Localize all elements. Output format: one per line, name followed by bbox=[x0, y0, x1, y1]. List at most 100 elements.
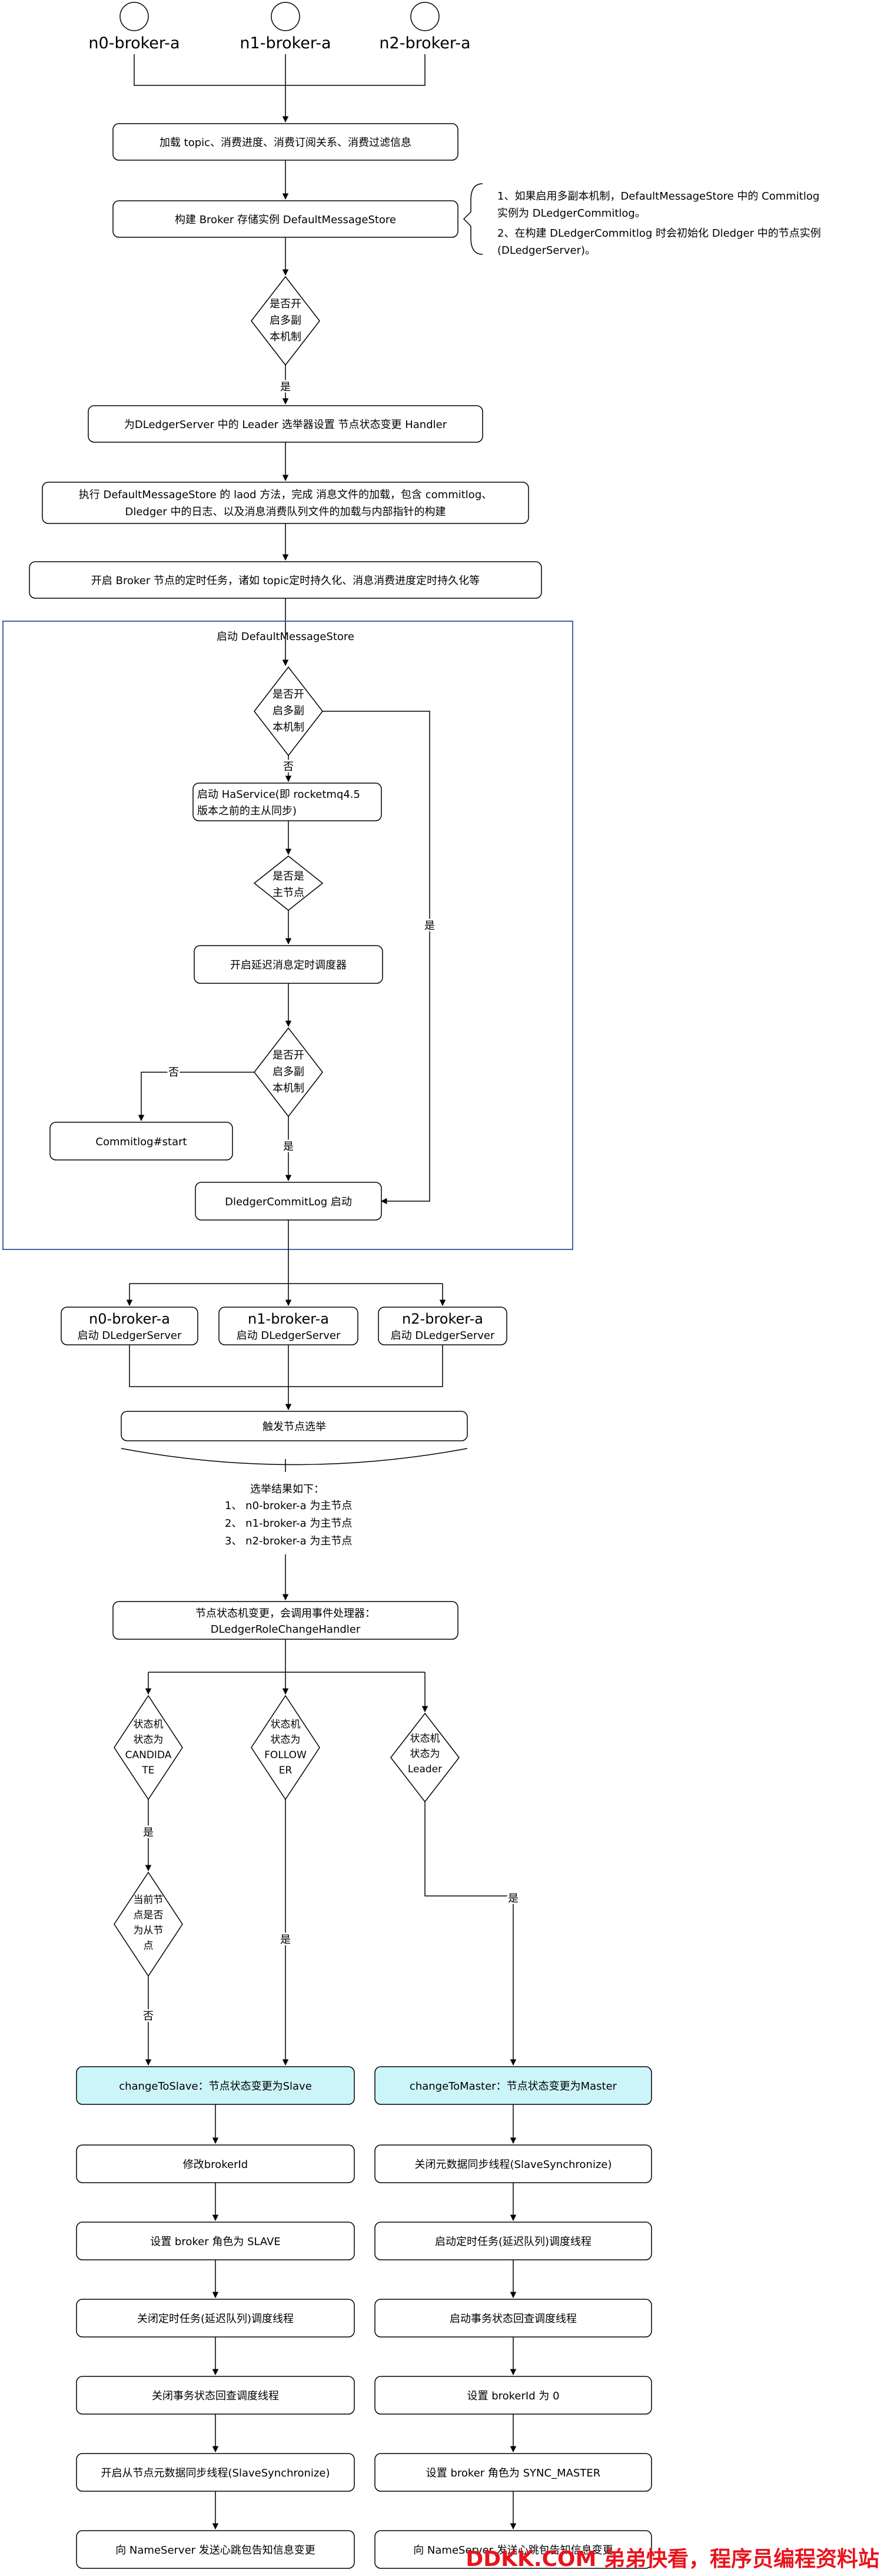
svg-text:启动事务状态回查调度线程: 启动事务状态回查调度线程 bbox=[450, 2313, 577, 2325]
svg-text:本机制: 本机制 bbox=[272, 1082, 304, 1095]
svg-text:n0-broker-a: n0-broker-a bbox=[89, 1311, 170, 1327]
svg-text:本机制: 本机制 bbox=[270, 331, 301, 343]
label-yes: 是 bbox=[508, 1892, 519, 1905]
connector bbox=[134, 54, 426, 86]
svg-text:为从节: 为从节 bbox=[134, 1925, 164, 1937]
svg-text:启多副: 启多副 bbox=[272, 1066, 304, 1078]
slave-step-4: 关闭事务状态回查调度线程 bbox=[76, 2376, 355, 2415]
svg-text:触发节点选举: 触发节点选举 bbox=[262, 1421, 326, 1433]
step-haservice: 启动 HaService(即 rocketmq4.5 版本之前的主从同步) bbox=[192, 783, 382, 821]
watermark-text: DDKK.COM 弟弟快看，程序员编程资料站 bbox=[466, 2547, 879, 2571]
svg-text:启动 HaService(即 rocketmq4.5: 启动 HaService(即 rocketmq4.5 bbox=[197, 788, 360, 801]
svg-text:启动 DLedgerServer: 启动 DLedgerServer bbox=[78, 1330, 182, 1342]
svg-text:(DLedgerServer)。: (DLedgerServer)。 bbox=[497, 244, 596, 257]
label-yes: 是 bbox=[280, 1934, 291, 1946]
group-title: 启动 DefaultMessageStore bbox=[217, 631, 354, 643]
master-step-5: 设置 broker 角色为 SYNC_MASTER bbox=[374, 2453, 652, 2492]
connector bbox=[129, 1345, 443, 1387]
svg-text:向 NameServer 发送心跳包告知信息变更: 向 NameServer 发送心跳包告知信息变更 bbox=[115, 2544, 315, 2557]
svg-text:设置 broker 角色为 SYNC_MASTER: 设置 broker 角色为 SYNC_MASTER bbox=[426, 2467, 600, 2479]
server-n1: n1-broker-a 启动 DLedgerServer bbox=[218, 1307, 358, 1345]
master-step-3: 启动事务状态回查调度线程 bbox=[374, 2299, 652, 2338]
decision-leader: 状态机 状态为 Leader bbox=[390, 1712, 460, 1803]
svg-text:修改brokerId: 修改brokerId bbox=[183, 2159, 248, 2171]
label-yes: 是 bbox=[280, 381, 291, 393]
label-no: 否 bbox=[143, 2010, 154, 2023]
svg-text:关闭事务状态回查调度线程: 关闭事务状态回查调度线程 bbox=[152, 2390, 279, 2402]
svg-text:设置 broker 角色为 SLAVE: 设置 broker 角色为 SLAVE bbox=[150, 2236, 281, 2248]
label-yes: 是 bbox=[424, 920, 435, 932]
svg-text:版本之前的主从同步): 版本之前的主从同步) bbox=[197, 805, 297, 817]
actor-n2-label: n2-broker-a bbox=[379, 34, 470, 52]
svg-text:开启延迟消息定时调度器: 开启延迟消息定时调度器 bbox=[230, 959, 347, 972]
slave-step-2: 设置 broker 角色为 SLAVE bbox=[76, 2222, 355, 2260]
label-no: 否 bbox=[168, 1066, 179, 1079]
svg-text:开启 Broker 节点的定时任务，诸如 topic定时持久: 开启 Broker 节点的定时任务，诸如 topic定时持久化、消息消费进度定时… bbox=[91, 575, 480, 587]
svg-text:实例为 DLedgerCommitlog。: 实例为 DLedgerCommitlog。 bbox=[497, 207, 646, 220]
svg-text:是否开: 是否开 bbox=[272, 1049, 304, 1062]
svg-text:CANDIDA: CANDIDA bbox=[125, 1749, 172, 1761]
svg-text:启多副: 启多副 bbox=[272, 705, 304, 717]
decision-follower: 状态机 状态为 FOLLOW ER bbox=[251, 1695, 320, 1801]
server-n0: n0-broker-a 启动 DLedgerServer bbox=[61, 1307, 198, 1345]
actor-n2: n2-broker-a bbox=[379, 2, 471, 52]
svg-text:n2-broker-a: n2-broker-a bbox=[402, 1311, 483, 1327]
decision-is-slave: 当前节 点是否 为从节 点 bbox=[114, 1871, 183, 1977]
master-step-1: 关闭元数据同步线程(SlaveSynchronize) bbox=[374, 2144, 652, 2183]
step-build-store: 构建 Broker 存储实例 DefaultMessageStore bbox=[112, 200, 458, 238]
svg-text:状态为: 状态为 bbox=[271, 1734, 301, 1746]
svg-text:启动 DLedgerServer: 启动 DLedgerServer bbox=[391, 1330, 495, 1342]
slave-step-5: 开启从节点元数据同步线程(SlaveSynchronize) bbox=[76, 2453, 355, 2492]
actor-n0-label: n0-broker-a bbox=[88, 34, 180, 52]
step-set-handler: 为DLedgerServer 中的 Leader 选举器设置 节点状态变更 Ha… bbox=[88, 405, 483, 443]
svg-text:Leader: Leader bbox=[408, 1763, 442, 1775]
svg-text:选举结果如下：: 选举结果如下： bbox=[250, 1483, 324, 1496]
arrow bbox=[424, 1802, 517, 2066]
decision-multi-replica-2: 是否开 启多副 本机制 bbox=[254, 666, 323, 757]
svg-text:changeToSlave：节点状态变更为Slave: changeToSlave：节点状态变更为Slave bbox=[119, 2080, 312, 2093]
group-start-store bbox=[2, 621, 573, 1250]
svg-text:向 NameServer 发送心跳包告知信息变更: 向 NameServer 发送心跳包告知信息变更 bbox=[413, 2544, 613, 2557]
svg-text:主节点: 主节点 bbox=[272, 887, 304, 899]
svg-text:Commitlog#start: Commitlog#start bbox=[95, 1136, 187, 1148]
svg-text:启动 DLedgerServer: 启动 DLedgerServer bbox=[237, 1330, 341, 1342]
svg-text:状态机: 状态机 bbox=[410, 1733, 440, 1745]
actor-n1-label: n1-broker-a bbox=[240, 34, 331, 52]
actor-n1: n1-broker-a bbox=[240, 2, 331, 52]
svg-text:2、在构建 DLedgerCommitlog 时会初始化 D: 2、在构建 DLedgerCommitlog 时会初始化 Dledger 中的节… bbox=[497, 227, 821, 240]
svg-text:点是否: 点是否 bbox=[134, 1909, 164, 1921]
svg-text:ER: ER bbox=[279, 1765, 293, 1776]
step-trigger-election: 触发节点选举 bbox=[121, 1411, 468, 1466]
slave-step-6: 向 NameServer 发送心跳包告知信息变更 bbox=[76, 2530, 355, 2569]
decision-multi-replica-3: 是否开 启多副 本机制 bbox=[254, 1027, 323, 1118]
svg-text:执行 DefaultMessageStore 的 laod: 执行 DefaultMessageStore 的 laod 方法，完成 消息文件… bbox=[79, 489, 493, 501]
svg-text:状态为: 状态为 bbox=[134, 1734, 164, 1746]
svg-text:DledgerCommitLog 启动: DledgerCommitLog 启动 bbox=[225, 1196, 352, 1208]
svg-text:当前节: 当前节 bbox=[134, 1894, 164, 1906]
svg-text:加载 topic、消费进度、消费订阅关系、消费过滤信息: 加载 topic、消费进度、消费订阅关系、消费过滤信息 bbox=[159, 137, 411, 149]
svg-text:关闭定时任务(延迟队列)调度线程: 关闭定时任务(延迟队列)调度线程 bbox=[137, 2313, 294, 2325]
step-dledger-start: DledgerCommitLog 启动 bbox=[195, 1182, 382, 1221]
step-commitlog-start: Commitlog#start bbox=[49, 1122, 233, 1161]
svg-text:是否是: 是否是 bbox=[272, 870, 304, 883]
decision-is-master: 是否是 主节点 bbox=[253, 856, 324, 911]
step-change-to-slave: changeToSlave：节点状态变更为Slave bbox=[76, 2066, 355, 2105]
svg-text:1、如果启用多副本机制，DefaultMessageStor: 1、如果启用多副本机制，DefaultMessageStore 中的 Commi… bbox=[497, 190, 819, 203]
svg-text:n1-broker-a: n1-broker-a bbox=[248, 1311, 329, 1327]
master-step-4: 设置 brokerId 为 0 bbox=[374, 2376, 652, 2415]
svg-text:点: 点 bbox=[144, 1940, 154, 1952]
step-delay-scheduler: 开启延迟消息定时调度器 bbox=[194, 945, 383, 984]
decision-candidate: 状态机 状态为 CANDIDA TE bbox=[114, 1695, 183, 1801]
svg-text:状态为: 状态为 bbox=[410, 1748, 440, 1760]
svg-text:节点状态机变更，会调用事件处理器：: 节点状态机变更，会调用事件处理器： bbox=[195, 1607, 375, 1620]
svg-text:状态机: 状态机 bbox=[271, 1719, 301, 1730]
svg-text:启动定时任务(延迟队列)调度线程: 启动定时任务(延迟队列)调度线程 bbox=[435, 2236, 591, 2248]
slave-step-1: 修改brokerId bbox=[76, 2144, 355, 2183]
svg-text:1、 n0-broker-a 为主节点: 1、 n0-broker-a 为主节点 bbox=[225, 1500, 352, 1512]
master-step-6: 向 NameServer 发送心跳包告知信息变更 bbox=[374, 2530, 652, 2569]
label-yes: 是 bbox=[283, 1141, 294, 1153]
step-change-to-master: changeToMaster：节点状态变更为Master bbox=[374, 2066, 652, 2105]
actor-n0: n0-broker-a bbox=[88, 2, 180, 52]
arrow-no-branch bbox=[138, 1072, 254, 1122]
annotation-note: 1、如果启用多副本机制，DefaultMessageStore 中的 Commi… bbox=[463, 183, 821, 257]
